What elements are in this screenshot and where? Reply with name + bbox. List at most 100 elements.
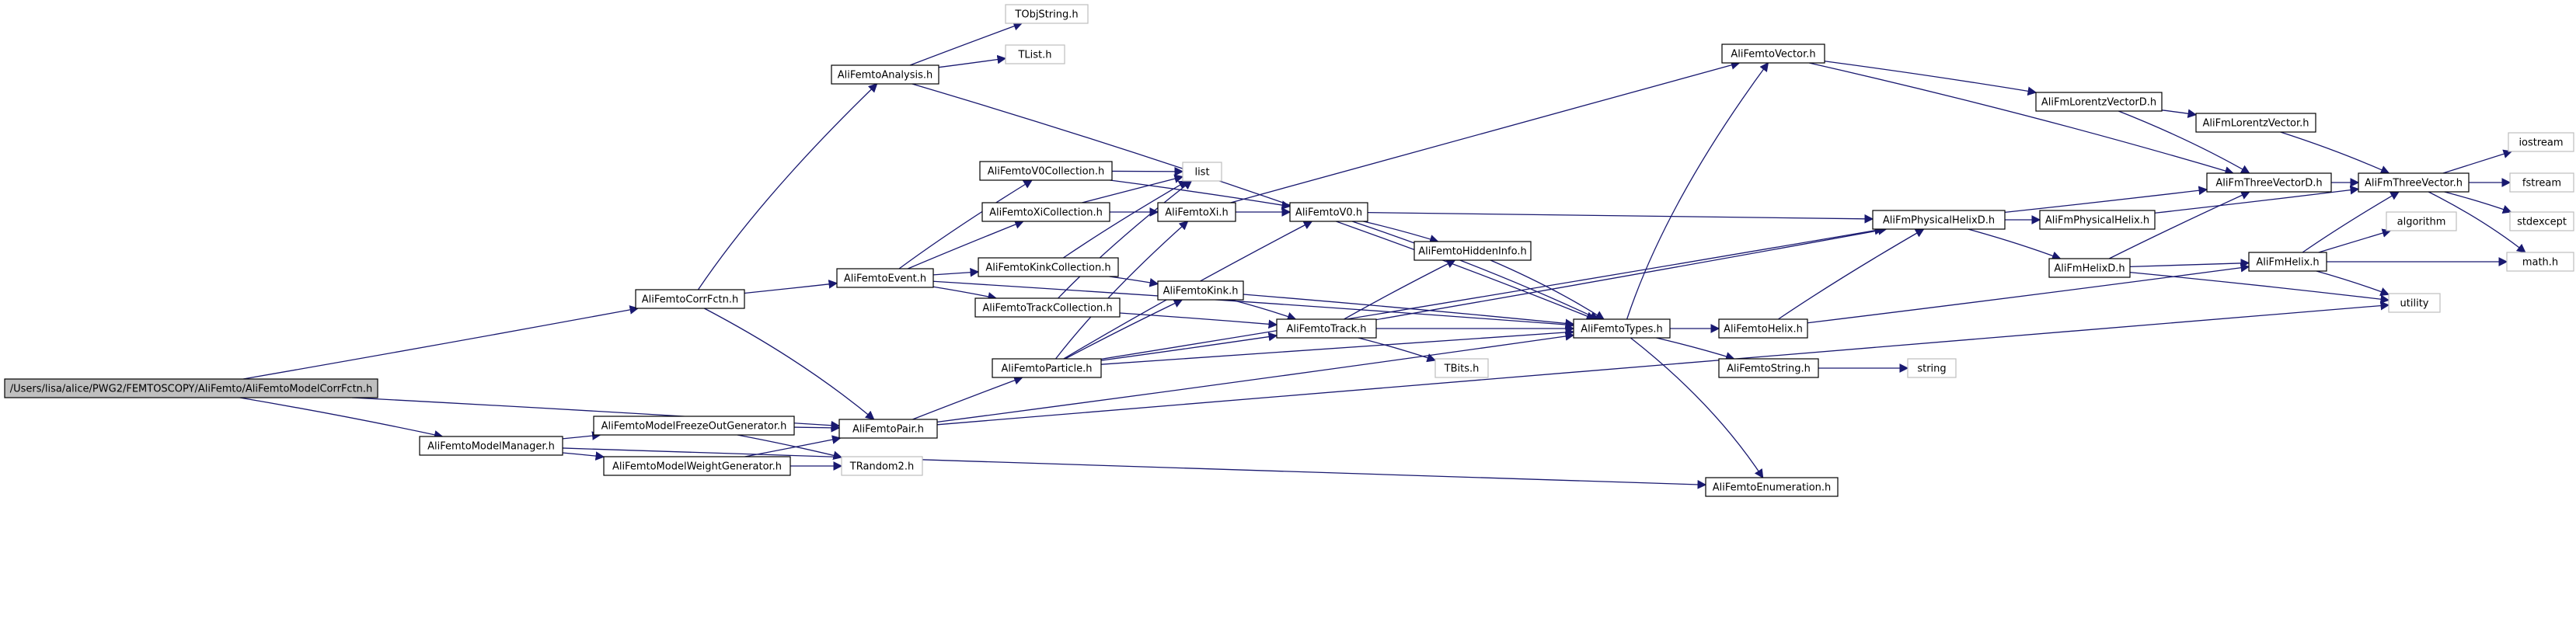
edge-kinkcoll-to-kink [1109, 276, 1159, 287]
node-tlist: TList.h [1005, 44, 1065, 64]
node-label: AliFmLorentzVector.h [2202, 118, 2309, 130]
node-box [1157, 202, 1236, 222]
edge-analysis-to-tlist [938, 54, 1007, 68]
edge-modelmanager-to-weightgen [562, 451, 605, 461]
node-particle[interactable]: AliFemtoParticle.h [992, 358, 1102, 378]
node-analysis[interactable]: AliFemtoAnalysis.h [831, 64, 939, 85]
node-enumeration[interactable]: AliFemtoEnumeration.h [1705, 477, 1839, 497]
node-xi[interactable]: AliFemtoXi.h [1157, 202, 1236, 222]
node-box [838, 419, 938, 439]
node-box [1276, 318, 1377, 339]
node-label: /Users/lisa/alice/PWG2/FEMTOSCOPY/AliFem… [10, 384, 373, 395]
node-box [593, 416, 795, 436]
edge-helixD-to-threevecD [2108, 191, 2250, 259]
node-label: AliFemtoTypes.h [1581, 324, 1663, 336]
node-layer: /Users/lisa/alice/PWG2/FEMTOSCOPY/AliFem… [4, 4, 2574, 497]
node-label: AliFemtoXiCollection.h [989, 207, 1103, 219]
node-hiddeninfo[interactable]: AliFemtoHiddenInfo.h [1413, 241, 1532, 261]
edge-lorentzD-to-threevecD [2118, 110, 2250, 174]
node-vector[interactable]: AliFemtoVector.h [1721, 43, 1825, 64]
node-pair[interactable]: AliFemtoPair.h [838, 419, 938, 439]
node-box [2509, 172, 2574, 193]
node-iostream: iostream [2508, 132, 2574, 152]
node-v0coll[interactable]: AliFemtoV0Collection.h [979, 161, 1113, 181]
node-box [2509, 211, 2574, 231]
edge-trackcoll-to-list [1058, 180, 1193, 299]
node-box [635, 289, 745, 309]
edge-vector-to-lorentzD [1824, 61, 2037, 96]
node-label: AliFemtoVector.h [1731, 49, 1815, 61]
edge-fmhelix-to-algorithm [2318, 228, 2392, 253]
node-label: TObjString.h [1014, 9, 1078, 21]
node-box [831, 64, 939, 85]
node-label: AliFemtoTrackCollection.h [982, 303, 1112, 315]
node-label: AliFmPhysicalHelixD.h [1883, 215, 1995, 227]
edge-kink-to-track [1231, 299, 1297, 322]
node-box [2248, 252, 2327, 272]
node-fmhelix[interactable]: AliFmHelix.h [2248, 252, 2327, 272]
node-box [1573, 318, 1671, 339]
edge-event-to-xicoll [907, 220, 1024, 270]
node-physhelix[interactable]: AliFmPhysicalHelix.h [2039, 210, 2156, 230]
node-box [1157, 280, 1244, 301]
node-label: AliFemtoXi.h [1165, 207, 1229, 219]
node-kinkcoll[interactable]: AliFemtoKinkCollection.h [978, 257, 1119, 277]
node-physhelixD[interactable]: AliFmPhysicalHelixD.h [1872, 210, 2006, 230]
node-types[interactable]: AliFemtoTypes.h [1573, 318, 1671, 339]
edge-root-to-corrfctn [242, 305, 640, 380]
edge-corrfctn-to-event [744, 280, 838, 294]
node-list: list [1182, 162, 1222, 182]
edge-types-to-femtostring [1656, 337, 1735, 361]
node-string: string [1907, 358, 1957, 378]
node-box [1718, 318, 1808, 339]
node-trackcoll[interactable]: AliFemtoTrackCollection.h [974, 297, 1121, 318]
node-label: AliFemtoEnumeration.h [1713, 482, 1832, 494]
node-event[interactable]: AliFemtoEvent.h [836, 268, 934, 288]
edge-physhelixD-to-threevecD [2004, 186, 2208, 214]
node-label: list [1194, 167, 1209, 179]
node-v0[interactable]: AliFemtoV0.h [1289, 202, 1368, 222]
edge-kink-to-types [1243, 294, 1575, 329]
node-label: AliFmHelixD.h [2054, 263, 2125, 275]
edge-physhelixD-to-helixD [1968, 228, 2062, 260]
node-label: AliFemtoKink.h [1163, 286, 1239, 297]
edge-physhelix-to-threevec [2154, 185, 2360, 214]
edge-layer [239, 22, 2526, 489]
node-threevec[interactable]: AliFmThreeVector.h [2358, 172, 2470, 193]
edge-kinkcoll-to-list [1062, 180, 1188, 259]
edge-pair-to-particle [912, 376, 1023, 420]
edge-helixD-to-utility [2129, 271, 2390, 304]
edge-particle-to-types [1100, 328, 1575, 365]
edge-femtohelix-to-physhelixD [1778, 228, 1925, 320]
node-modelmanager[interactable]: AliFemtoModelManager.h [419, 436, 563, 456]
edge-xi-to-vector [1230, 61, 1741, 203]
node-corrfctn[interactable]: AliFemtoCorrFctn.h [635, 289, 745, 309]
node-box [603, 456, 791, 476]
node-label: string [1917, 363, 1946, 375]
node-lorentz[interactable]: AliFmLorentzVector.h [2195, 113, 2316, 133]
node-box [2035, 92, 2163, 112]
edge-corrfctn-to-pair [704, 308, 875, 420]
node-track[interactable]: AliFemtoTrack.h [1276, 318, 1377, 339]
node-femtostring[interactable]: AliFemtoString.h [1718, 358, 1819, 378]
node-root[interactable]: /Users/lisa/alice/PWG2/FEMTOSCOPY/AliFem… [4, 378, 378, 398]
node-kink[interactable]: AliFemtoKink.h [1157, 280, 1244, 301]
node-lorentzD[interactable]: AliFmLorentzVectorD.h [2035, 92, 2163, 112]
node-box [1721, 43, 1825, 64]
node-freezeout[interactable]: AliFemtoModelFreezeOutGenerator.h [593, 416, 795, 436]
node-weightgen[interactable]: AliFemtoModelWeightGenerator.h [603, 456, 791, 476]
node-helixD[interactable]: AliFmHelixD.h [2048, 258, 2131, 278]
edge-threevec-to-iostream [2442, 149, 2513, 174]
node-label: TRandom2.h [849, 461, 914, 473]
node-femtohelix[interactable]: AliFemtoHelix.h [1718, 318, 1808, 339]
node-box [992, 358, 1102, 378]
node-xicoll[interactable]: AliFemtoXiCollection.h [981, 202, 1110, 222]
node-threevecD[interactable]: AliFmThreeVectorD.h [2206, 172, 2332, 193]
edge-particle-to-physhelixD [1100, 226, 1884, 360]
node-box [1907, 358, 1957, 378]
node-label: TList.h [1017, 50, 1051, 61]
node-box [1872, 210, 2006, 230]
node-box [2388, 293, 2441, 313]
edge-v0-to-physhelixD [1367, 211, 1874, 224]
edge-freezeout-to-trandom2 [737, 434, 843, 461]
